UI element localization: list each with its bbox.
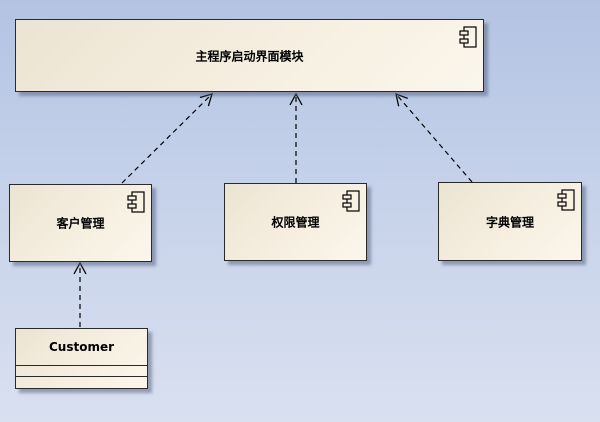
permission-mgmt-component[interactable]: 权限管理 (224, 183, 367, 261)
permission-mgmt-label: 权限管理 (271, 215, 320, 230)
dependency-customer-to-main (121, 93, 213, 184)
dictionary-mgmt-label: 字典管理 (485, 215, 534, 229)
dependency-dictionary-to-main (395, 92, 473, 183)
dictionary-mgmt-component[interactable]: 字典管理 (438, 182, 582, 261)
customer-mgmt-label: 客户管理 (56, 216, 105, 231)
customer-class-attributes-compartment (16, 366, 147, 377)
main-module-label: 主程序启动界面模块 (195, 49, 304, 63)
customer-class-name: Customer (16, 329, 147, 366)
customer-class[interactable]: Customer (15, 328, 148, 389)
component-icon (459, 26, 477, 48)
component-icon (127, 191, 145, 213)
main-module-component[interactable]: 主程序启动界面模块 (15, 19, 484, 92)
component-icon (557, 189, 575, 211)
customer-mgmt-component[interactable]: 客户管理 (9, 184, 152, 262)
component-icon (342, 190, 360, 212)
